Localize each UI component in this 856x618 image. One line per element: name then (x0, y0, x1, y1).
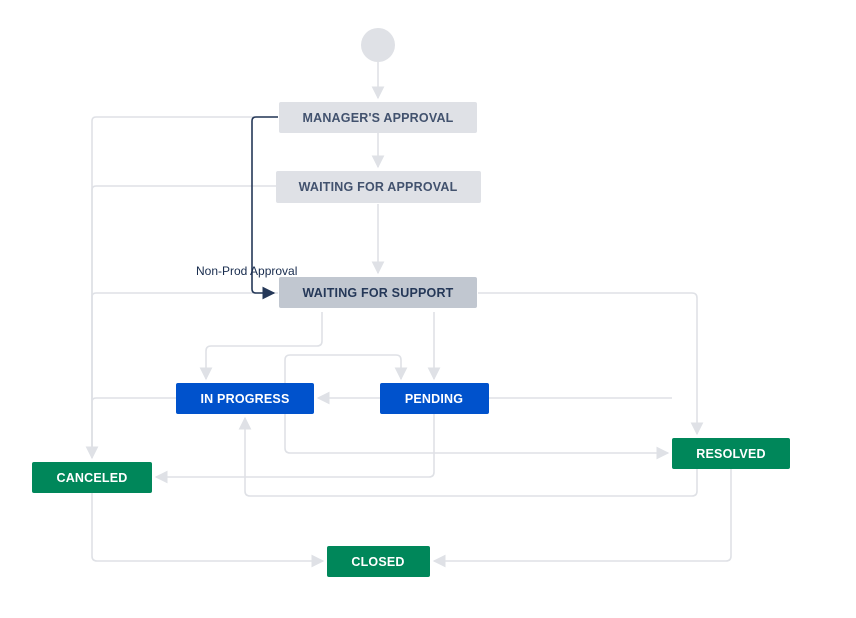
status-label: WAITING FOR APPROVAL (299, 180, 458, 194)
connector-in-progress-to-resolved (284, 414, 670, 460)
connector-in-progress-to-canceled (91, 397, 176, 456)
status-pending[interactable]: PENDING (380, 383, 489, 414)
connector-waiting-for-support-to-in-progress (199, 312, 323, 381)
status-resolved[interactable]: RESOLVED (672, 438, 790, 469)
connectors (85, 62, 732, 568)
connector-pending-to-canceled (154, 414, 435, 484)
status-waiting-for-support[interactable]: WAITING FOR SUPPORT (279, 277, 477, 308)
connector-canceled-to-closed (91, 493, 325, 568)
connector-in-progress-to-pending (284, 354, 408, 383)
status-managers-approval[interactable]: MANAGER'S APPROVAL (279, 102, 477, 133)
connector-waiting-for-approval-to-canceled (91, 185, 276, 456)
status-closed[interactable]: CLOSED (327, 546, 430, 577)
status-in-progress[interactable]: IN PROGRESS (176, 383, 314, 414)
status-label: CLOSED (351, 555, 404, 569)
status-label: MANAGER'S APPROVAL (302, 111, 453, 125)
connector-managers-approval-to-canceled (85, 116, 278, 460)
status-canceled[interactable]: CANCELED (32, 462, 152, 493)
connector-resolved-to-closed (432, 469, 732, 568)
status-waiting-for-approval[interactable]: WAITING FOR APPROVAL (276, 171, 481, 203)
non-prod-approval-label: Non-Prod Approval (196, 264, 297, 278)
connector-waiting-for-support-to-canceled (91, 292, 278, 456)
connector-waiting-for-support-to-resolved (478, 292, 704, 436)
status-label: RESOLVED (696, 447, 765, 461)
status-label: PENDING (405, 392, 463, 406)
status-label: CANCELED (56, 471, 127, 485)
start-node[interactable] (361, 28, 395, 62)
status-label: IN PROGRESS (200, 392, 289, 406)
connector-resolved-to-in-progress (238, 416, 698, 497)
status-label: WAITING FOR SUPPORT (302, 286, 453, 300)
connector-non-prod-approval[interactable] (251, 116, 278, 300)
